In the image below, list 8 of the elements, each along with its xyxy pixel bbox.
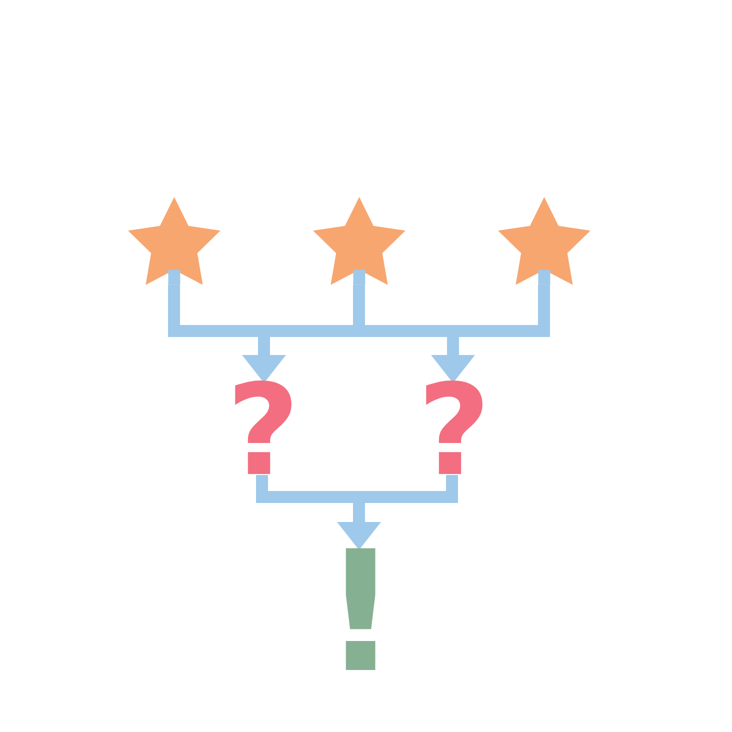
star-icon: [312, 197, 406, 285]
arrow: [431, 337, 475, 383]
question-mark: ?: [226, 383, 300, 479]
question-mark: ?: [418, 383, 490, 479]
star-icon: [498, 197, 590, 285]
arrow: [242, 337, 286, 383]
star-icon: [128, 197, 220, 285]
exclamation-mark: !: [322, 550, 396, 677]
